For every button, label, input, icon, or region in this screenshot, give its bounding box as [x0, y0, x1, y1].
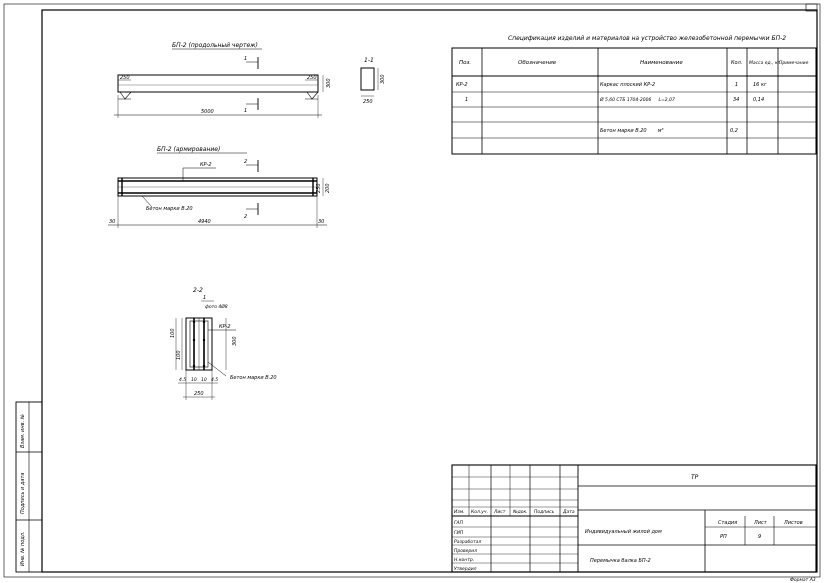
cut-mark-2-top: 2	[244, 159, 247, 165]
beam-elevation	[117, 74, 319, 93]
spec-header-note: Примечание	[779, 60, 809, 66]
dim-sec1-height: 300	[380, 74, 386, 84]
sec2-top-rebar: фото 4Ø8	[205, 303, 228, 310]
tb-role-developed: Разработал	[454, 539, 481, 545]
dim-sec2-left-b: 100	[176, 350, 182, 360]
tb-header-list: Лист	[493, 509, 506, 515]
tb-header-doc: №док.	[512, 509, 528, 515]
tb-role-gap: ГАП	[454, 520, 464, 526]
tb-project: Индивидуальный жилой дом	[585, 529, 662, 535]
dim-sec1-bottom: 250	[363, 99, 373, 105]
section-2-2: 2-2 1 фото 4Ø8 КР-2 Бетон марки В.20 300…	[170, 287, 277, 400]
corner-marker	[805, 3, 818, 12]
right-support	[305, 91, 319, 100]
tb-sheet-value: 9	[758, 534, 761, 540]
spec-row1-mass: 16 кг	[753, 82, 767, 88]
spec-header-mass: Масса ед., кг.	[749, 60, 781, 66]
dim-sec2-bot-1: 4.5	[179, 377, 186, 383]
dim-sec2-left-a: 100	[170, 328, 176, 338]
dim-plan-depth-a: 250	[316, 183, 322, 193]
spec-row2-qty: 34	[733, 97, 739, 103]
format-note: Формат А3	[790, 577, 816, 583]
spec-header-designation: Обозначение	[518, 60, 557, 66]
stamp-inventory-label: Инв. № подл.	[20, 532, 26, 567]
spec-row2-mass: 0,14	[753, 97, 764, 103]
tb-header-date: Дата	[562, 509, 575, 515]
stamp-replace-label: Взам. инв. №	[20, 414, 26, 448]
spec-row1-qty: 1	[735, 82, 738, 88]
dim-beam-height: 300	[326, 78, 332, 88]
tb-role-gip: ГИП	[454, 530, 464, 536]
tb-code: ТР	[691, 474, 699, 481]
dim-sec2-bot-3: 10	[201, 377, 207, 383]
dim-plan-end-right: 30	[318, 219, 324, 225]
dim-sec2-height: 300	[232, 336, 238, 346]
left-support	[118, 91, 132, 100]
spec-row4-name: Бетон марки В.20 м³	[600, 128, 664, 134]
cut-mark-2-bottom: 2	[244, 214, 247, 220]
tb-sheet-title: Перемычка балка БП-2	[590, 558, 651, 564]
cut-mark-1-top: 1	[244, 56, 247, 62]
spec-header-pos: Поз.	[459, 60, 471, 66]
dim-bearing-right: 250	[307, 75, 317, 81]
spec-table: Спецификация изделий и материалов на уст…	[451, 35, 817, 155]
spec-row1-pos: КР-2	[456, 82, 468, 88]
section-2-2-title: 2-2	[193, 287, 203, 294]
tb-sheet-label: Лист	[753, 520, 768, 526]
view-longitudinal: БП-2 (продольный чертеж) 250 250 300 1 1…	[114, 42, 332, 118]
dim-beam-length: 5000	[201, 109, 214, 115]
label-cage-sec2: КР-2	[219, 324, 231, 330]
section-1-1: 1-1 300 250	[360, 57, 386, 105]
tb-sheets-label: Листов	[783, 520, 803, 526]
dim-sec2-width: 250	[194, 391, 204, 397]
spec-header-qty: Кол.	[731, 60, 742, 66]
title-block: Изм. Кол.уч. Лист №док. Подпись Дата ГАП…	[451, 464, 817, 573]
spec-header-name: Наименование	[640, 60, 683, 66]
view-plan: БП-2 (армирование) КР-2 Бетон марки В.20…	[108, 146, 331, 228]
stamp-signature-label: Подпись и дата	[20, 473, 26, 514]
sec2-top-mark: 1	[203, 295, 206, 301]
dim-plan-depth-b: 200	[325, 183, 331, 193]
spec-table-title: Спецификация изделий и материалов на уст…	[508, 35, 786, 42]
spec-row2-name: Ø 5,60 СТБ 1704-2006 L=2,07	[599, 96, 675, 103]
dim-sec2-bot-2: 10	[191, 377, 197, 383]
tb-header-sign: Подпись	[534, 509, 555, 515]
label-cage-kr2: КР-2	[200, 162, 212, 168]
dim-bearing-left: 250	[120, 75, 130, 81]
spec-row2-pos: 1	[465, 97, 468, 103]
section-1-1-outline	[360, 67, 375, 91]
tb-role-checked: Проверил	[454, 548, 477, 554]
spec-row4-qty: 0,2	[730, 128, 738, 134]
dim-plan-end-left: 30	[109, 219, 115, 225]
label-concrete-sec2: Бетон марки В.20	[230, 375, 277, 381]
tb-header-kol: Кол.уч.	[471, 509, 488, 515]
label-concrete-plan: Бетон марки В.20	[146, 206, 193, 212]
dim-sec2-bot-4: 4.5	[211, 377, 218, 383]
tb-stage-label: Стадия	[718, 520, 737, 526]
cut-mark-1-bottom: 1	[244, 108, 247, 114]
tb-header-izm: Изм.	[454, 509, 465, 515]
tb-stage-value: РП	[720, 534, 727, 540]
sheet-frame	[3, 3, 821, 578]
dim-plan-inner: 4940	[198, 219, 211, 225]
view-longitudinal-title: БП-2 (продольный чертеж)	[172, 42, 258, 49]
spec-row1-name: Каркас плоский КР-2	[600, 82, 655, 88]
left-stamp: Взам. инв. № Подпись и дата Инв. № подл.	[15, 401, 43, 573]
tb-role-approved: Утвердил	[454, 566, 477, 572]
view-plan-title: БП-2 (армирование)	[157, 146, 220, 153]
section-1-1-title: 1-1	[364, 57, 374, 64]
tb-role-normcontrol: Н.контр.	[454, 557, 474, 563]
